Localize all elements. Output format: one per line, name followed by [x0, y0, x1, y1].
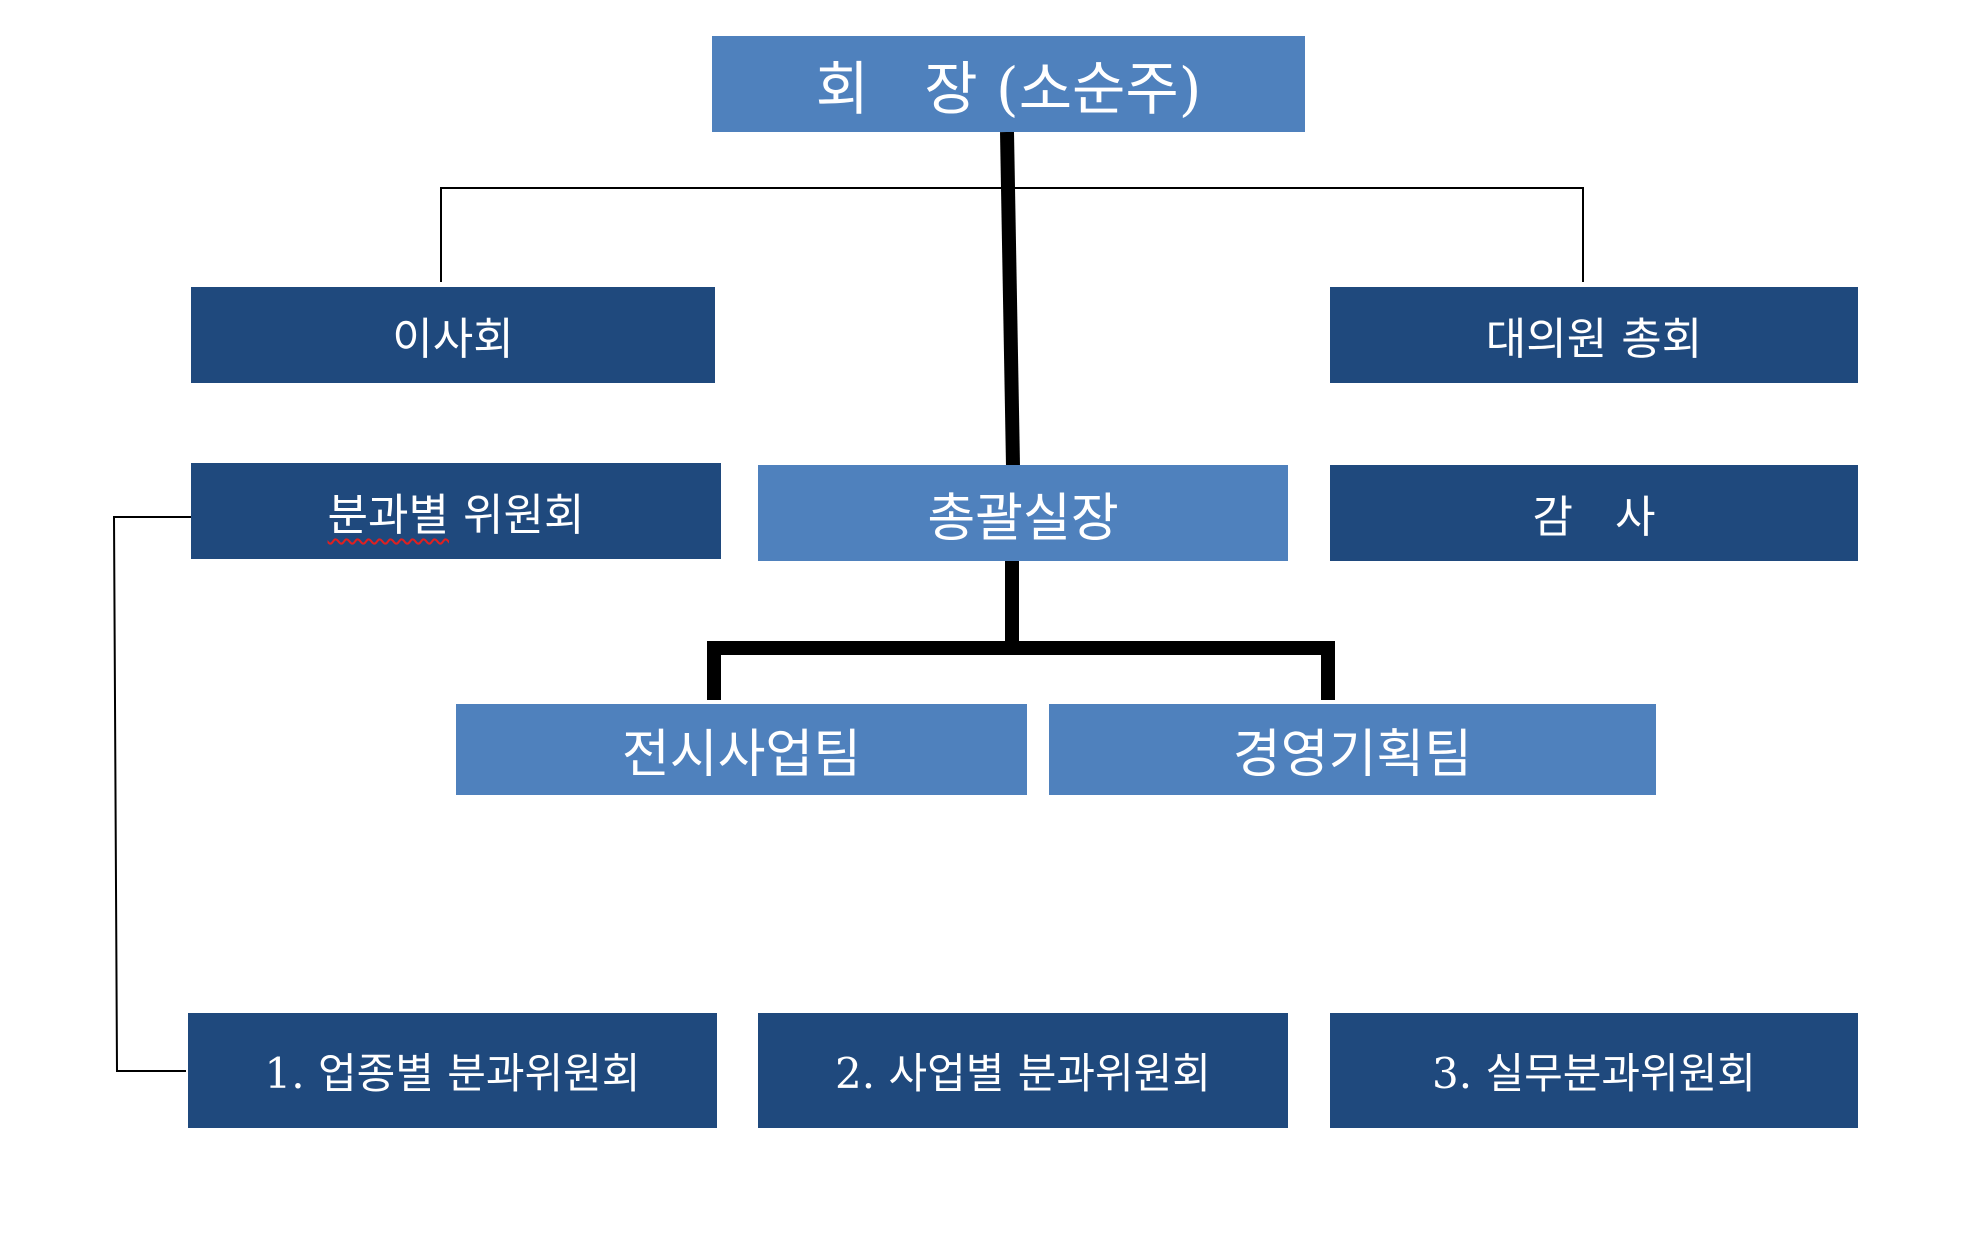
subcommittee-box: 분과별 위원회: [191, 463, 721, 559]
subcommittee-label-head: 분과별: [327, 490, 449, 541]
chairman-box: 회 장 (소순주): [712, 36, 1305, 132]
planning-team-box: 경영기획팀: [1049, 704, 1656, 795]
planning-team-label: 경영기획팀: [1232, 725, 1473, 785]
connector-chairman-manager: [1000, 131, 1020, 467]
committee-3-label: 3. 실무분과위원회: [1432, 1049, 1756, 1098]
general-manager-box: 총괄실장: [758, 465, 1288, 561]
exhibition-team-box: 전시사업팀: [456, 704, 1027, 795]
subcommittee-label-tail: 위원회: [449, 490, 585, 541]
connector-subcommittees: [112, 516, 191, 1072]
connector-teams-branch: [707, 641, 1335, 700]
committee-2-label: 2. 사업별 분과위원회: [835, 1049, 1211, 1098]
committee-1-box: 1. 업종별 분과위원회: [188, 1013, 717, 1128]
general-assembly-label: 대의원 총회: [1485, 314, 1703, 365]
chairman-label: 회 장 (소순주): [815, 55, 1202, 123]
auditor-box: 감 사: [1330, 465, 1858, 561]
board-box: 이사회: [191, 287, 715, 383]
committee-2-box: 2. 사업별 분과위원회: [758, 1013, 1288, 1128]
general-manager-label: 총괄실장: [927, 488, 1119, 549]
auditor-label: 감 사: [1532, 492, 1656, 543]
committee-1-label: 1. 업종별 분과위원회: [264, 1049, 641, 1098]
exhibition-team-label: 전시사업팀: [621, 725, 862, 785]
committee-3-box: 3. 실무분과위원회: [1330, 1013, 1858, 1128]
board-label: 이사회: [392, 314, 514, 365]
general-assembly-box: 대의원 총회: [1330, 287, 1858, 383]
